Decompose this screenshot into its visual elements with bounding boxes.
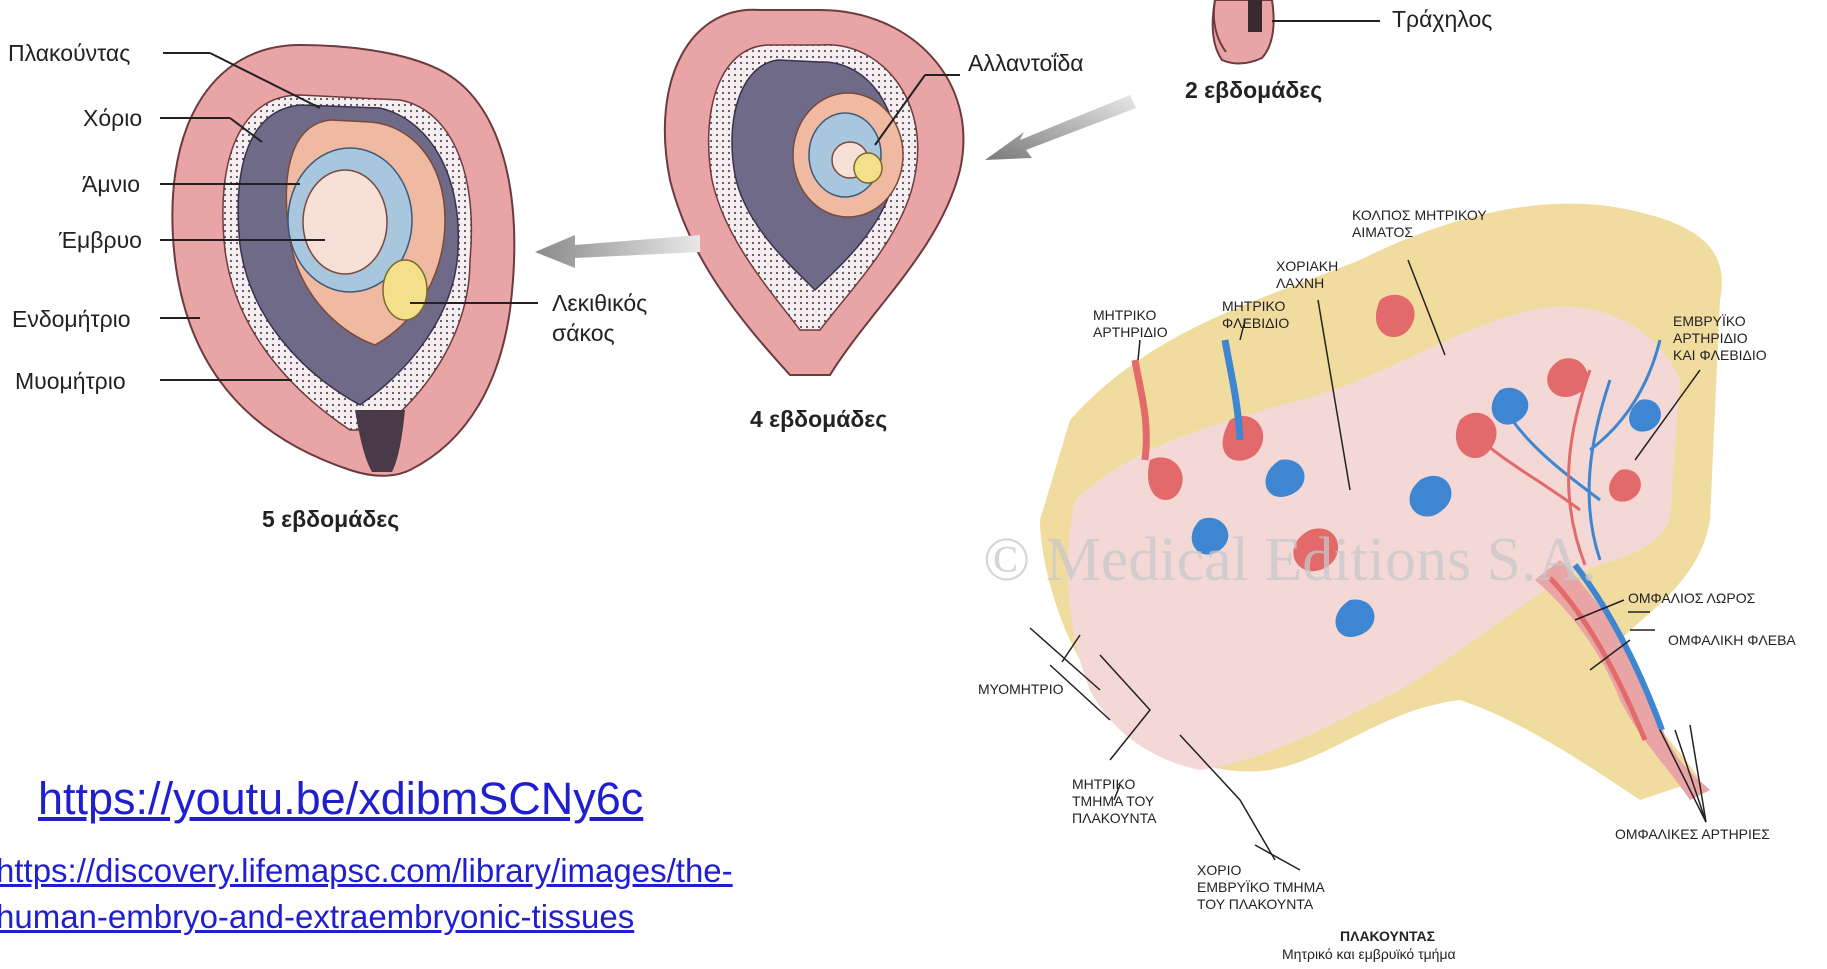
label-trachilos: Τράχηλος — [1392, 6, 1492, 33]
watermark: © Medical Editions S.A. — [983, 526, 1597, 594]
label-yolk-sac-1: Λεκιθικός — [552, 290, 647, 317]
arrow-4-to-5-weeks — [535, 235, 700, 268]
label-yolk-sac-2: σάκος — [552, 320, 615, 347]
label-embryo: Έμβρυο — [59, 227, 142, 254]
lifemap-link-line2[interactable]: human-embryo-and-extraembryonic-tissues — [0, 898, 634, 936]
label-endometrium: Ενδομήτριο — [12, 306, 131, 333]
label-amnion: Άμνιο — [82, 171, 140, 198]
label-placenta: Πλακούντας — [8, 40, 130, 67]
arrow-2-to-4-weeks — [985, 95, 1136, 160]
youtube-link[interactable]: https://youtu.be/xdibmSCNy6c — [38, 773, 643, 825]
label-umbilical-arteries: ΟΜΦΑΛΙΚΕΣ ΑΡΤΗΡΙΕΣ — [1615, 826, 1770, 843]
uterus-4-weeks — [665, 10, 964, 375]
label-chorion: Χόριο — [83, 105, 142, 132]
caption-4-weeks: 4 εβδομάδες — [750, 406, 887, 433]
label-myometrium-placenta: ΜΥΟΜΗΤΡΙΟ — [978, 681, 1064, 698]
placenta-diagram — [1040, 204, 1722, 800]
uterus-5-weeks — [172, 45, 514, 476]
label-myometrium: Μυομήτριο — [15, 368, 126, 395]
label-umbilical-cord: ΟΜΦΑΛΙΟΣ ΛΩΡΟΣ — [1628, 590, 1755, 607]
label-placenta-title: ΠΛΑΚΟΥΝΤΑΣ — [1340, 928, 1435, 945]
label-umbilical-vein: ΟΜΦΑΛΙΚΗ ΦΛΕΒΑ — [1668, 632, 1796, 649]
label-allantois: Αλλαντοΐδα — [968, 50, 1084, 77]
lifemap-link-line1[interactable]: https://discovery.lifemapsc.com/library/… — [0, 852, 733, 890]
caption-5-weeks: 5 εβδομάδες — [262, 506, 399, 533]
uterus-2-weeks — [1213, 0, 1274, 64]
label-placenta-subtitle: Μητρικό και εμβρυϊκό τμήμα — [1282, 946, 1456, 963]
caption-2-weeks: 2 εβδομάδες — [1185, 77, 1322, 104]
